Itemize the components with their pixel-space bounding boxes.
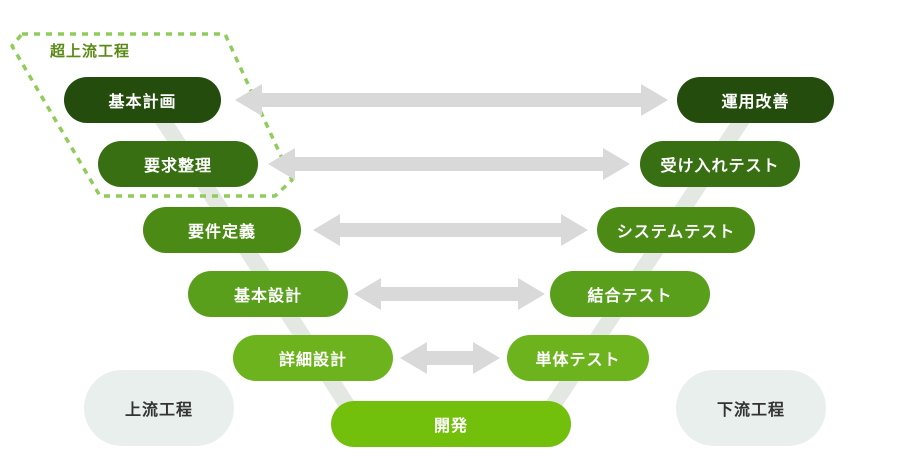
- step-requirements-organize: 要求整理: [98, 141, 258, 187]
- step-detailed-design: 詳細設計: [233, 335, 393, 381]
- step-unit-test: 単体テスト: [507, 335, 649, 381]
- upstream-stage-label: 上流工程: [84, 370, 234, 446]
- super-upstream-label: 超上流工程: [50, 42, 131, 60]
- step-operation-improvement: 運用改善: [677, 77, 834, 123]
- super-upstream-outline: [10, 32, 294, 198]
- arrow-row-1: [235, 84, 668, 116]
- step-requirements-definition: 要件定義: [143, 207, 301, 253]
- downstream-stage-label: 下流工程: [676, 370, 826, 446]
- step-system-test: システムテスト: [597, 207, 755, 253]
- step-basic-design: 基本設計: [188, 271, 348, 317]
- step-development: 開発: [331, 401, 571, 447]
- step-integration-test: 結合テスト: [550, 271, 710, 317]
- step-acceptance-test: 受け入れテスト: [640, 141, 800, 187]
- arrow-row-4: [354, 278, 545, 310]
- step-basic-plan: 基本計画: [64, 77, 221, 123]
- arrow-row-5: [400, 342, 500, 374]
- arrow-row-2: [268, 148, 630, 180]
- arrow-row-3: [313, 214, 588, 246]
